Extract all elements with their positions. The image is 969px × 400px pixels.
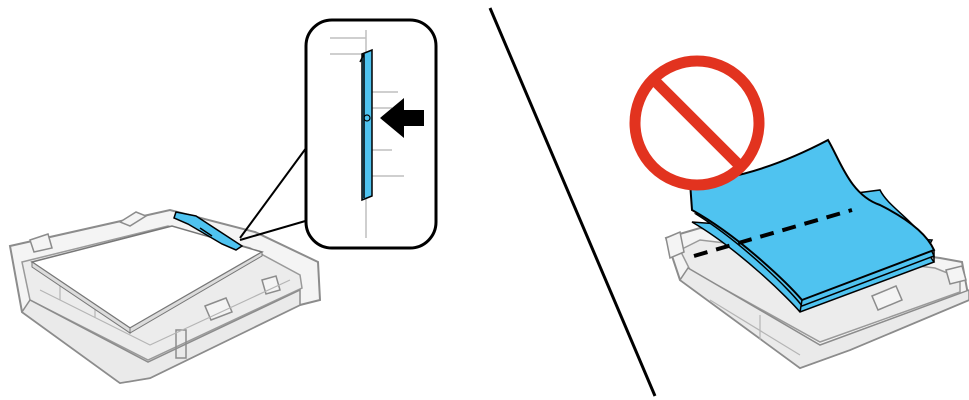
right-panel-incorrect <box>635 61 969 368</box>
prohibited-icon <box>635 61 759 185</box>
divider-line <box>490 8 655 396</box>
left-panel-correct <box>10 20 436 383</box>
zoom-callout <box>306 20 436 248</box>
